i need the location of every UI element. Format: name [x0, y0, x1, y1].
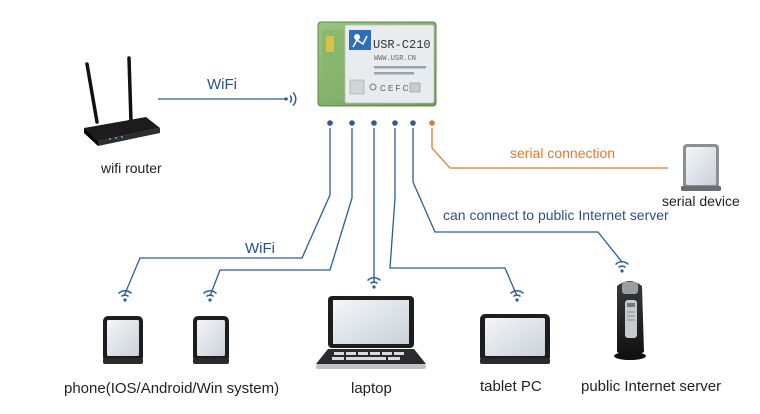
- connection-lines: [123, 98, 623, 297]
- wifi-signal-icon: [202, 289, 218, 302]
- phone-icon: [193, 316, 229, 364]
- link-tablet: [389, 128, 518, 297]
- router-label: wifi router: [101, 160, 162, 176]
- module-model: USR-C210: [373, 38, 431, 52]
- wifi-top-label: WiFi: [207, 76, 237, 93]
- tablet-icon: [480, 314, 550, 364]
- wifi-left-label: WiFi: [245, 240, 275, 257]
- link-server: [412, 128, 623, 263]
- wifi-signal-icon: [284, 91, 297, 107]
- laptop-icon: [316, 296, 426, 369]
- phones-label: phone(IOS/Android/Win system): [64, 380, 280, 397]
- wifi-signal-icon: [117, 289, 133, 302]
- serial-device-icon: [681, 144, 721, 191]
- serial-device-label: serial device: [662, 193, 740, 209]
- laptop-label: laptop: [351, 380, 392, 397]
- server-icon: [614, 281, 646, 360]
- wifi-signal-icon: [509, 289, 525, 302]
- module-url: WWW.USR.CN: [374, 55, 416, 63]
- module-ports: [327, 120, 435, 126]
- link-phone-1: [123, 128, 331, 297]
- wifi-signal-icon: [614, 260, 630, 273]
- wifi-signal-icon: [366, 276, 382, 289]
- certification-marks-icon: C E F C: [380, 84, 409, 93]
- link-serial: [431, 128, 668, 169]
- tablet-label: tablet PC: [480, 378, 542, 395]
- serial-connection-label: serial connection: [510, 145, 616, 161]
- usr-logo: [349, 30, 371, 50]
- phone-icon: [103, 316, 143, 364]
- public-server-note: can connect to public Internet server: [443, 207, 669, 223]
- server-label: public Internet server: [581, 378, 722, 395]
- router-icon: [84, 56, 160, 146]
- link-phone-2: [209, 128, 353, 297]
- wifi-module: USR-C210 WWW.USR.CN C E F C: [317, 21, 437, 107]
